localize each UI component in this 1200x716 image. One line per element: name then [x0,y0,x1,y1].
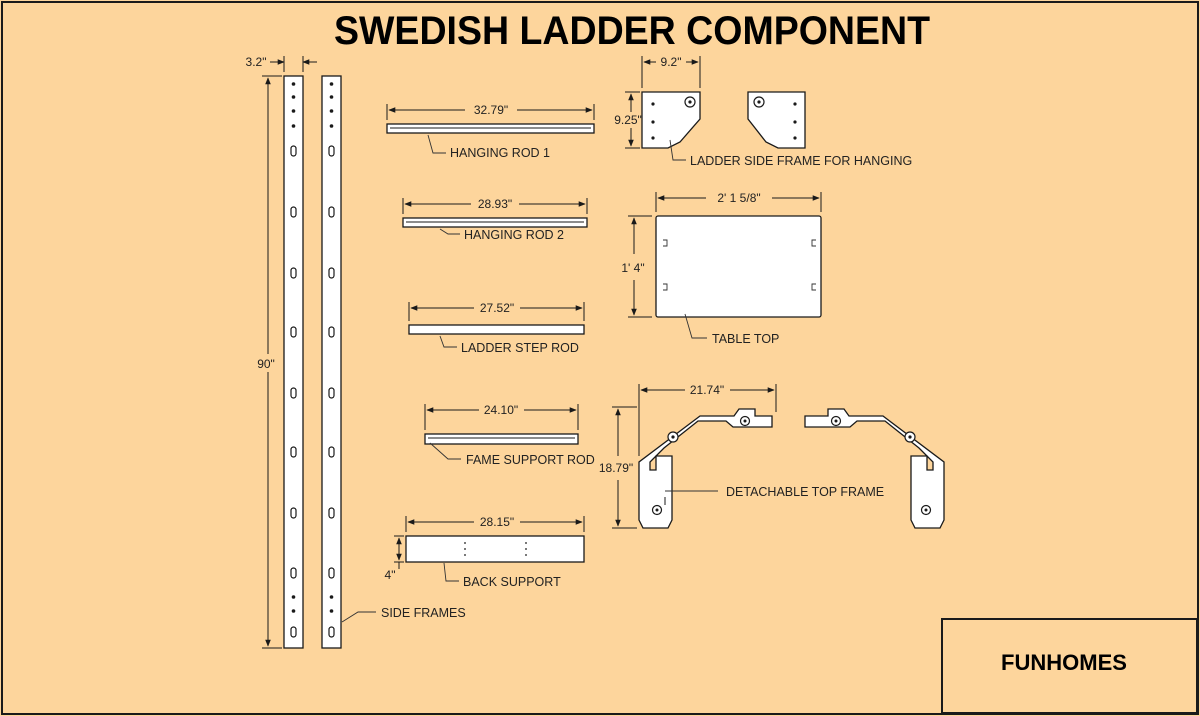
table-top-height-dimension: 1' 4" [621,215,652,318]
detachable-top-frame-right [804,408,945,529]
side-frames-callout: SIDE FRAMES [341,606,466,623]
side-frames-label: SIDE FRAMES [381,606,466,620]
frame-support-rod [424,433,579,445]
hanging-rod-2-callout: HANGING ROD 2 [439,228,564,242]
title-block [941,618,1198,714]
hanging-rod-1-length: 32.79" [474,103,508,117]
table-top-label: TABLE TOP [712,332,779,346]
brand-name: FUNHOMES [1001,650,1127,675]
frame-support-rod-callout: FAME SUPPORT ROD [429,442,595,467]
side-frame-right [321,75,342,649]
table-top-callout: TABLE TOP [684,313,779,346]
ladder-side-frame-right [747,91,806,149]
back-support-length-dimension: 28.15" [405,515,585,532]
hanging-rod-1-callout: HANGING ROD 1 [427,134,550,160]
detachable-top-frame-left [638,408,773,529]
ladder-side-frame-height: 9.25" [614,113,642,127]
back-support-callout: BACK SUPPORT [443,562,561,589]
top-frame-height-dimension: 18.79" [599,406,637,529]
back-support-label: BACK SUPPORT [463,575,561,589]
frame-support-rod-dimension: 24.10" [424,403,579,430]
hanging-rod-1-label: HANGING ROD 1 [450,146,550,160]
frame-support-rod-label: FAME SUPPORT ROD [466,453,595,467]
side-frame-width-label: 3.2" [246,55,267,69]
ladder-side-frame-left [641,91,701,149]
top-frame-width-dimension: 21.74" [638,383,777,456]
ladder-side-frame-height-dimension: 9.25" [614,91,642,149]
hanging-rod-2-length: 28.93" [478,197,512,211]
hanging-rod-2-label: HANGING ROD 2 [464,228,564,242]
back-support-length: 28.15" [480,515,514,529]
back-support-height-dimension: 4" [385,535,404,582]
hanging-rod-1-dimension: 32.79" [386,103,595,120]
hanging-rod-1 [386,123,595,134]
table-top-width-dimension: 2' 1 5/8" [655,191,822,212]
ladder-side-frame-width-dimension: 9.2" [641,55,701,88]
ladder-step-rod-length: 27.52" [480,301,514,315]
ladder-side-frame-label: LADDER SIDE FRAME FOR HANGING [690,154,912,168]
back-support [405,535,585,563]
ladder-step-rod-callout: LADDER STEP ROD [439,335,579,355]
drawing-title: SWEDISH LADDER COMPONENT [334,9,930,53]
hanging-rod-2-dimension: 28.93" [402,197,588,214]
hanging-rod-2 [402,217,588,228]
table-top-height: 1' 4" [621,261,644,275]
ladder-step-rod [408,324,585,335]
side-frame-left [283,75,304,649]
top-frame-width: 21.74" [690,383,724,397]
detachable-top-frame-label: DETACHABLE TOP FRAME [726,485,884,499]
side-frame-height-label: 90" [257,357,275,371]
ladder-step-rod-label: LADDER STEP ROD [461,341,579,355]
side-frame-height-dimension: 90" [257,75,282,649]
ladder-side-frame-callout: LADDER SIDE FRAME FOR HANGING [669,139,912,168]
ladder-side-frame-width: 9.2" [661,55,682,69]
ladder-step-rod-dimension: 27.52" [408,301,585,321]
table-top-width: 2' 1 5/8" [717,191,760,205]
back-support-height: 4" [385,568,396,582]
frame-support-rod-length: 24.10" [484,403,518,417]
side-frame-width-dimension: 3.2" [246,55,317,72]
top-frame-height: 18.79" [599,461,633,475]
top-frame-callout: DETACHABLE TOP FRAME [665,485,884,499]
table-top [655,215,822,318]
